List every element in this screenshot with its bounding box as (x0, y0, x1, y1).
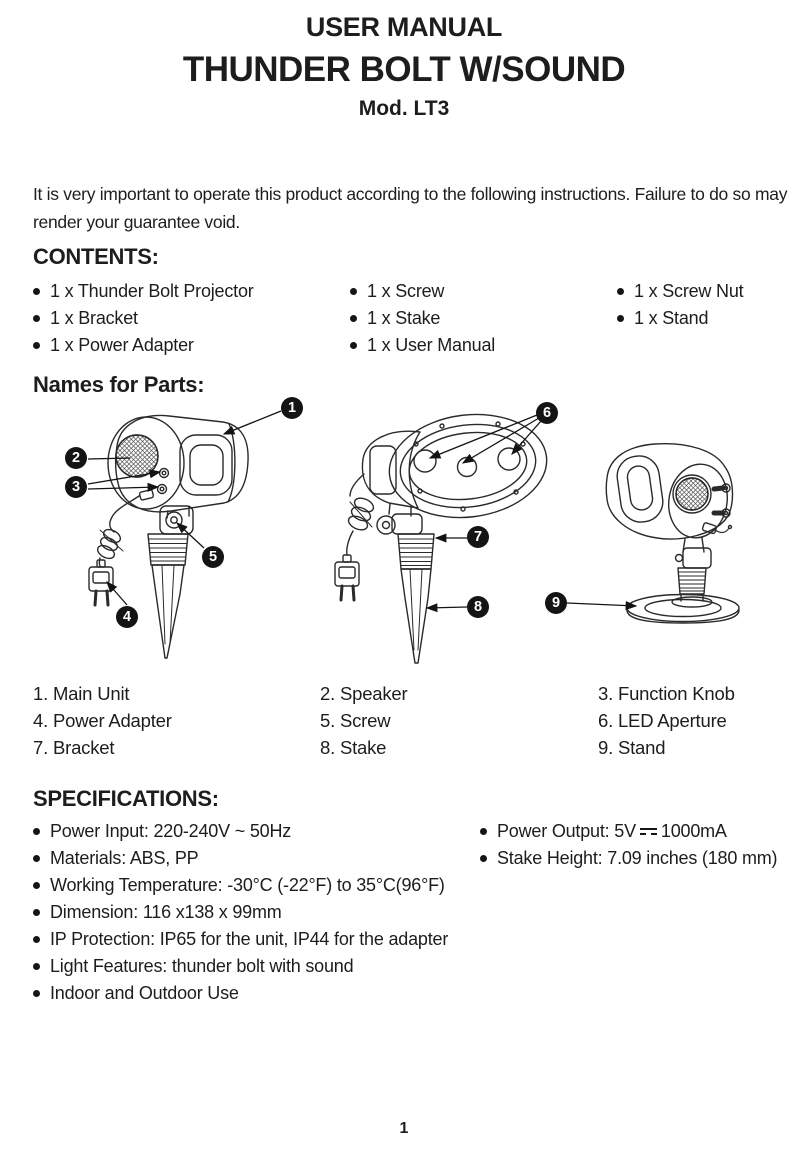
bullet-icon (33, 909, 40, 916)
contents-item: 1 x Stake (350, 305, 495, 332)
spec-item-label: Power Input: 220-240V ~ 50Hz (50, 821, 292, 841)
product-name: THUNDER BOLT W/SOUND (182, 50, 626, 89)
specifications-right-column: Power Output: 5V 1000mA Stake Height: 7.0… (480, 818, 778, 872)
contents-item: 1 x Screw (350, 278, 495, 305)
part-label: 8. Stake (320, 737, 387, 758)
parts-list-column-2: 2. Speaker 5. Screw 8. Stake (320, 680, 408, 761)
part-label: 4. Power Adapter (33, 710, 172, 731)
bullet-icon (33, 288, 40, 295)
spec-item: Power Input: 220-240V ~ 50Hz (33, 818, 448, 845)
contents-item: 1 x Bracket (33, 305, 254, 332)
parts-list-column-3: 3. Function Knob 6. LED Aperture 9. Stan… (598, 680, 735, 761)
spec-item-label: Materials: ABS, PP (50, 848, 199, 868)
dc-symbol-icon (639, 825, 658, 838)
projector-staked-side-illustration (88, 414, 249, 659)
part-label: 1. Main Unit (33, 683, 130, 704)
contents-heading: CONTENTS: (33, 244, 159, 269)
page-number: 1 (399, 1120, 409, 1137)
bullet-icon (33, 855, 40, 862)
spec-item-label: IP Protection: IP65 for the unit, IP44 f… (50, 929, 449, 949)
contents-item-label: 1 x Stake (367, 308, 441, 328)
spec-item-label: Dimension: 116 x138 x 99mm (50, 902, 282, 922)
projector-staked-front-illustration (334, 413, 548, 664)
bullet-icon (350, 315, 357, 322)
bullet-icon (33, 342, 40, 349)
model-number: Mod. LT3 (358, 97, 450, 120)
spec-item-label: Stake Height: 7.09 inches (180 mm) (497, 848, 778, 868)
contents-column-2: 1 x Screw 1 x Stake 1 x User Manual (350, 278, 495, 359)
spec-item-label: Power Output: 5V (497, 821, 636, 841)
bullet-icon (350, 342, 357, 349)
bullet-icon (350, 288, 357, 295)
callout-9-stand: 9 (545, 592, 567, 614)
part-label: 2. Speaker (320, 683, 408, 704)
spec-item: Materials: ABS, PP (33, 845, 448, 872)
bullet-icon (33, 315, 40, 322)
bullet-icon (33, 963, 40, 970)
bullet-icon (33, 990, 40, 997)
callout-5-screw: 5 (202, 546, 224, 568)
spec-item-label: Working Temperature: -30°C (-22°F) to 35… (50, 875, 445, 895)
part-label: 9. Stand (598, 737, 666, 758)
spec-item: Light Features: thunder bolt with sound (33, 953, 448, 980)
callout-7-bracket: 7 (467, 526, 489, 548)
bullet-icon (480, 828, 487, 835)
contents-item: 1 x Screw Nut (617, 278, 744, 305)
contents-item: 1 x Power Adapter (33, 332, 254, 359)
contents-columns: 1 x Thunder Bolt Projector 1 x Bracket 1… (33, 278, 793, 363)
spec-item-stake-height: Stake Height: 7.09 inches (180 mm) (480, 845, 778, 872)
specifications-section: SPECIFICATIONS: Power Input: 220-240V ~ … (33, 786, 793, 1003)
part-label: 7. Bracket (33, 737, 115, 758)
part-label: 3. Function Knob (598, 683, 735, 704)
spec-item: Dimension: 116 x138 x 99mm (33, 899, 448, 926)
spec-item-power-output: Power Output: 5V 1000mA (480, 818, 777, 845)
part-label: 6. LED Aperture (598, 710, 727, 731)
contents-item-label: 1 x Thunder Bolt Projector (50, 281, 254, 301)
contents-item: 1 x User Manual (350, 332, 495, 359)
bullet-icon (33, 882, 40, 889)
contents-item-label: 1 x Stand (634, 308, 709, 328)
parts-diagram: 1 2 3 4 5 6 7 8 9 (0, 392, 808, 684)
contents-section: CONTENTS: 1 x Thunder Bolt Projector 1 x… (33, 244, 793, 363)
intro-paragraph: It is very important to operate this pro… (33, 183, 788, 232)
document-title: USER MANUAL (305, 12, 503, 42)
bullet-icon (33, 936, 40, 943)
contents-item-label: 1 x Power Adapter (50, 335, 194, 355)
bullet-icon (480, 855, 487, 862)
callout-1-main-unit: 1 (281, 397, 303, 419)
bullet-icon (617, 315, 624, 322)
spec-item: IP Protection: IP65 for the unit, IP44 f… (33, 926, 448, 953)
callout-4-power-adapter: 4 (116, 606, 138, 628)
part-label: 5. Screw (320, 710, 391, 731)
spec-item-label: Indoor and Outdoor Use (50, 983, 239, 1003)
spec-item-label: 1000mA (660, 821, 727, 841)
spec-item-label: Light Features: thunder bolt with sound (50, 956, 354, 976)
contents-column-3: 1 x Screw Nut 1 x Stand (617, 278, 744, 332)
contents-column-1: 1 x Thunder Bolt Projector 1 x Bracket 1… (33, 278, 254, 359)
parts-list: 1. Main Unit 4. Power Adapter 7. Bracket… (0, 680, 808, 764)
parts-heading: Names for Parts: (33, 372, 205, 397)
spec-item: Working Temperature: -30°C (-22°F) to 35… (33, 872, 448, 899)
callout-leader-lines (87, 410, 638, 613)
bullet-icon (617, 288, 624, 295)
contents-item-label: 1 x Bracket (50, 308, 138, 328)
callout-6-led-aperture: 6 (536, 402, 558, 424)
specifications-heading: SPECIFICATIONS: (33, 786, 219, 811)
contents-item: 1 x Thunder Bolt Projector (33, 278, 254, 305)
contents-item-label: 1 x Screw Nut (634, 281, 744, 301)
header: USER MANUAL THUNDER BOLT W/SOUND Mod. LT… (0, 10, 808, 122)
contents-item-label: 1 x User Manual (367, 335, 496, 355)
specifications-left-column: Power Input: 220-240V ~ 50Hz Materials: … (33, 818, 448, 1007)
projector-on-stand-illustration (605, 443, 740, 624)
contents-item: 1 x Stand (617, 305, 743, 332)
spec-item: Indoor and Outdoor Use (33, 980, 448, 1007)
contents-item-label: 1 x Screw (367, 281, 445, 301)
callout-2-speaker: 2 (65, 447, 87, 469)
bullet-icon (33, 828, 40, 835)
callout-3-function-knob: 3 (65, 476, 87, 498)
parts-list-column-1: 1. Main Unit 4. Power Adapter 7. Bracket (33, 680, 172, 761)
callout-8-stake: 8 (467, 596, 489, 618)
